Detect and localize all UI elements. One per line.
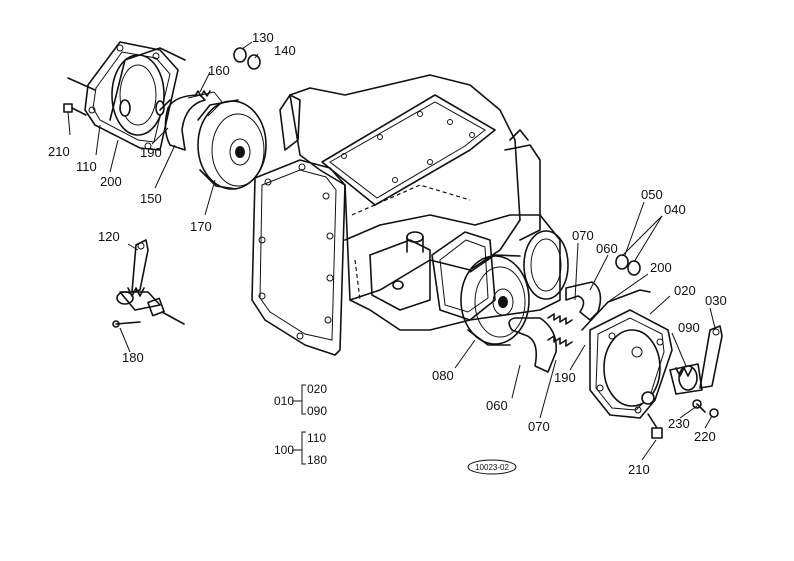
label-070-upper: 070 [572, 228, 594, 243]
label-230: 230 [668, 416, 690, 431]
group-100-parent: 100 [274, 443, 294, 457]
label-140: 140 [274, 43, 296, 58]
right-gasket [581, 289, 651, 331]
label-160: 160 [208, 63, 230, 78]
right-brake-cover [589, 309, 673, 419]
transmission-case [251, 74, 569, 356]
left-arrow [67, 77, 96, 91]
right-brake-lever [699, 325, 723, 389]
label-190-right: 190 [554, 370, 576, 385]
group-010-child-090: 090 [307, 404, 327, 418]
right-brake-drum [460, 254, 530, 346]
label-200-right: 200 [650, 260, 672, 275]
left-seal-rings [233, 47, 261, 70]
left-gasket [109, 47, 186, 121]
drawing-code-oval [467, 459, 517, 475]
label-110: 110 [76, 159, 97, 174]
label-080: 080 [432, 368, 454, 383]
label-070-lower: 070 [528, 419, 550, 434]
label-060-upper: 060 [596, 241, 618, 256]
gasket-holes [258, 163, 334, 340]
group-010-child-020: 020 [307, 382, 327, 396]
assembly-bracket-010 [292, 384, 306, 415]
label-090-right: 090 [678, 320, 700, 335]
right-brake-shoe-upper [547, 281, 602, 325]
label-200-left: 200 [100, 174, 122, 189]
leader-lines [67, 41, 716, 461]
right-seal-rings [615, 254, 641, 276]
right-bolt [647, 413, 663, 439]
top-cover-bolts [341, 111, 475, 183]
label-040: 040 [664, 202, 686, 217]
assembly-group-labels: 010 020 090 100 110 180 [274, 382, 327, 467]
label-210-right: 210 [628, 462, 650, 477]
right-brake-camshaft [669, 325, 723, 395]
label-190-left: 190 [140, 145, 162, 160]
label-170: 170 [190, 219, 212, 234]
label-130: 130 [252, 30, 274, 45]
group-100-child-110: 110 [307, 431, 326, 445]
right-brake-shoe-lower [508, 317, 573, 373]
left-bolt [63, 103, 87, 116]
right-small-bolts [692, 399, 719, 418]
label-030: 030 [705, 293, 727, 308]
label-020: 020 [674, 283, 696, 298]
label-210-left: 210 [48, 144, 70, 159]
drawing-code: 10023-02 [475, 463, 509, 472]
label-220: 220 [694, 429, 716, 444]
assembly-bracket-100 [292, 431, 306, 465]
group-010-parent: 010 [274, 394, 294, 408]
label-050: 050 [641, 187, 663, 202]
label-150: 150 [140, 191, 162, 206]
label-120: 120 [98, 229, 120, 244]
label-180: 180 [122, 350, 144, 365]
left-brake-drum [197, 99, 267, 190]
label-060-lower: 060 [486, 398, 508, 413]
part-number-labels: 130 140 160 210 110 200 190 150 170 120 … [48, 30, 727, 477]
left-brake-lever [112, 239, 185, 328]
group-100-child-180: 180 [307, 453, 327, 467]
